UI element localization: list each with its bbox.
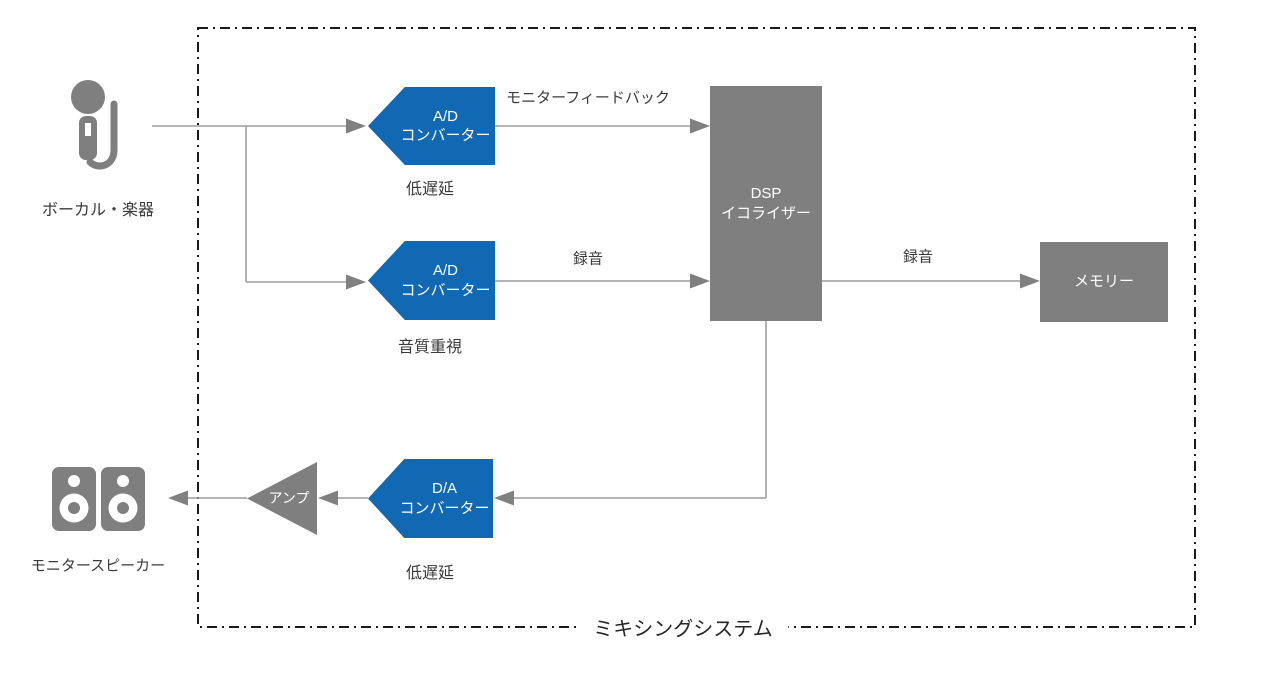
ad-converter-low-latency-block: A/D コンバーター (368, 87, 495, 165)
ad1-sublabel: 低遅延 (405, 181, 455, 198)
arrowhead-into-amp (318, 490, 338, 506)
dsp-equalizer-block: DSP イコライザー (710, 86, 822, 321)
monitor-feedback-edge-label: モニターフィードバック (506, 89, 670, 107)
microphone-label: ボーカル・楽器 (41, 202, 155, 219)
da-line2: コンバーター (399, 499, 490, 517)
arrowhead-into-dsp-bottom (690, 273, 710, 289)
speakers-icon (52, 467, 146, 536)
dsp-line2: イコライザー (720, 204, 811, 222)
amplifier-label: アンプ (268, 490, 310, 507)
recording-to-memory-edge-label: 録音 (902, 248, 934, 266)
ad2-sublabel: 音質重視 (397, 339, 463, 356)
ad2-line1: A/D (432, 262, 458, 279)
arrowhead-into-dsp-top (690, 118, 710, 134)
ad2-line2: コンバーター (400, 281, 491, 299)
ad1-line1: A/D (432, 107, 458, 125)
ad1-line2: コンバーター (400, 127, 491, 144)
arrowhead-into-da (494, 490, 514, 506)
arrowhead-into-ad2 (346, 274, 366, 290)
mixing-system-title: ミキシングシステム (577, 610, 789, 644)
microphone-icon (60, 76, 128, 186)
dsp-line1: DSP (750, 185, 782, 202)
memory-label: メモリー (1073, 273, 1134, 291)
mixing-system-frame (197, 27, 1196, 628)
recording-to-dsp-edge-label: 録音 (572, 250, 604, 268)
arrowhead-into-speakers (168, 490, 188, 506)
connector-lines (152, 125, 1024, 499)
da-sublabel: 低遅延 (405, 565, 455, 582)
da-line1: D/A (431, 480, 457, 497)
speakers-label: モニタースピーカー (30, 557, 166, 575)
arrowhead-into-memory (1020, 273, 1040, 289)
memory-block: メモリー (1040, 242, 1168, 322)
arrowheads (168, 118, 1040, 506)
arrowhead-into-ad1 (346, 118, 366, 134)
